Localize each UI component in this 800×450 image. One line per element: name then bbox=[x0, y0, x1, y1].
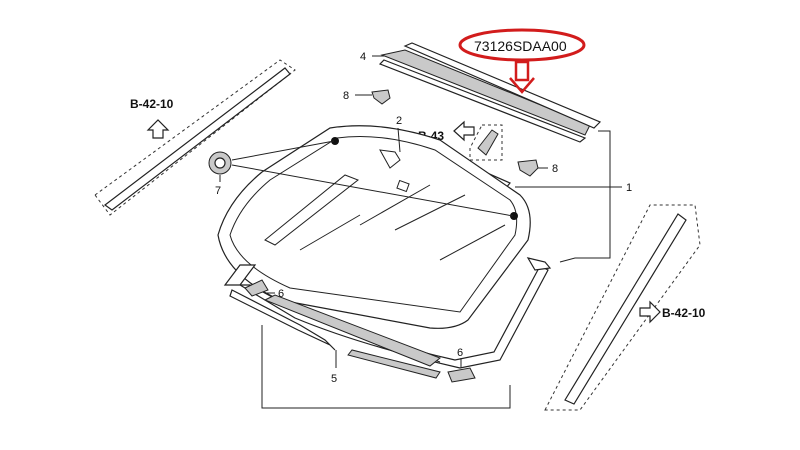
callout-7: 7 bbox=[215, 185, 221, 197]
callout-5: 5 bbox=[331, 373, 337, 385]
adhesive-point-top bbox=[331, 137, 339, 145]
ref-label-right: B-42-10 bbox=[662, 306, 706, 320]
part-number: 73126SDAA00 bbox=[474, 38, 567, 54]
adhesive-point-right bbox=[510, 212, 518, 220]
ref-label-left: B-42-10 bbox=[130, 97, 174, 111]
clip-8-left bbox=[371, 89, 391, 105]
callout-6b: 6 bbox=[457, 347, 463, 359]
left-pillar-molding bbox=[94, 59, 296, 216]
arrow-up-icon bbox=[146, 119, 170, 139]
callout-8a: 8 bbox=[343, 90, 349, 102]
callout-6a: 6 bbox=[278, 288, 284, 300]
callout-4: 4 bbox=[360, 51, 366, 63]
callout-1: 1 bbox=[626, 182, 632, 194]
red-arrow-down-icon bbox=[509, 60, 535, 94]
side-seal-right bbox=[526, 257, 552, 271]
mirror-bracket bbox=[469, 124, 503, 161]
part-number-highlight bbox=[458, 28, 586, 62]
top-molding-strip bbox=[378, 42, 602, 143]
seal-6-right bbox=[447, 367, 476, 383]
callout-8b: 8 bbox=[552, 163, 558, 175]
arrow-left-icon bbox=[453, 120, 475, 142]
right-pillar-molding bbox=[544, 204, 701, 411]
seal-6-left bbox=[244, 279, 269, 297]
callout-2: 2 bbox=[396, 115, 402, 127]
part-7-clip bbox=[208, 151, 232, 175]
clip-8-right bbox=[517, 159, 539, 177]
arrow-right-icon bbox=[639, 300, 661, 324]
lower-seal-strip bbox=[263, 294, 441, 379]
